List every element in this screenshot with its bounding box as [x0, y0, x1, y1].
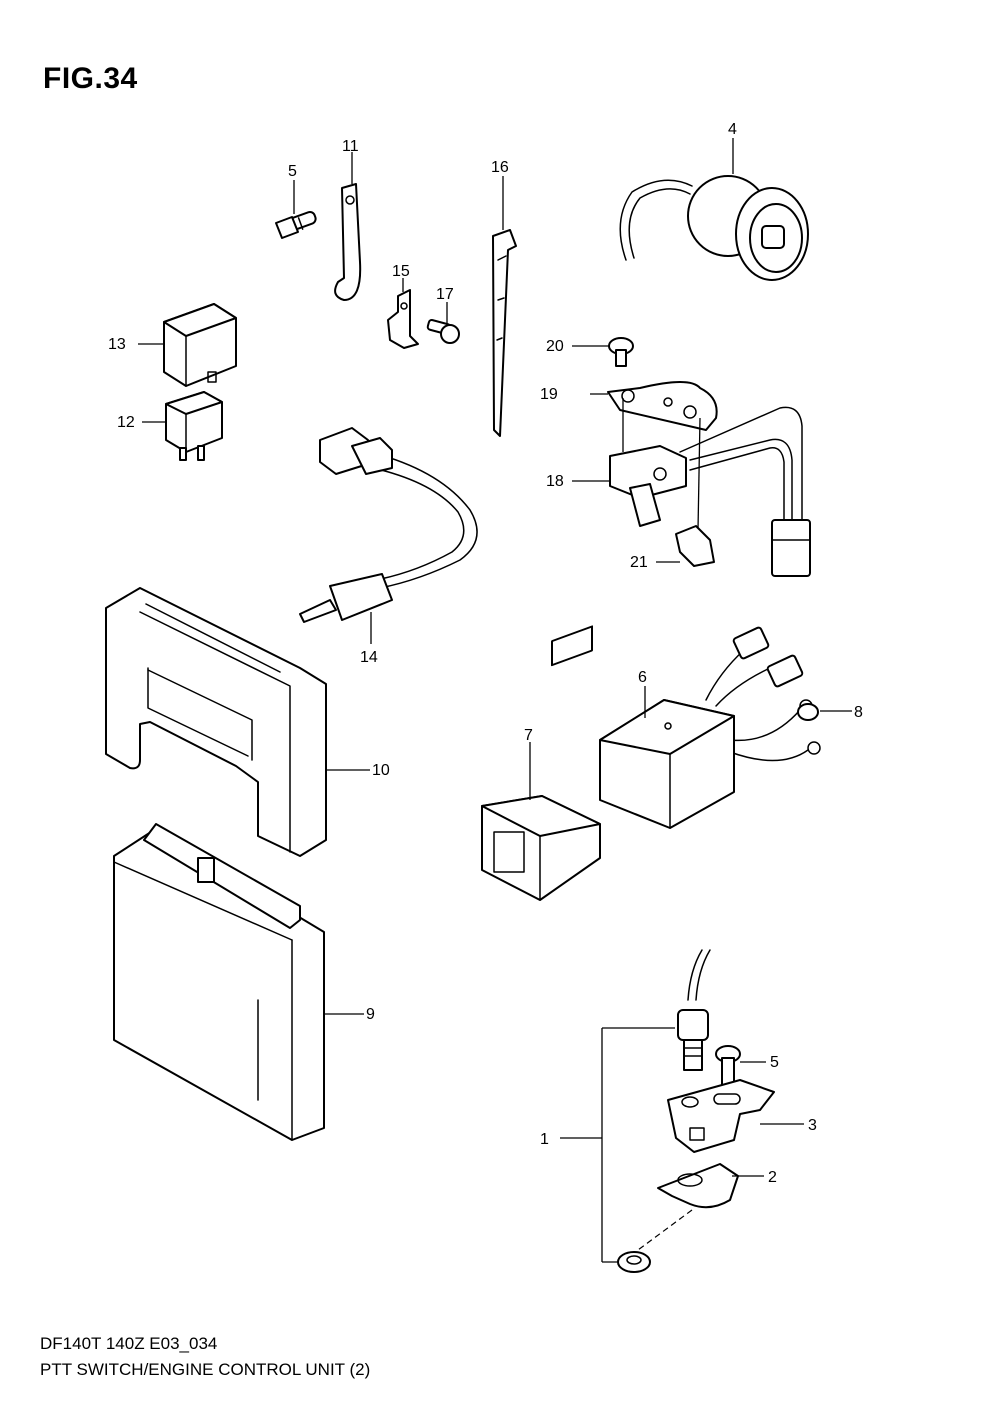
- part-12-relay: [165, 391, 223, 461]
- part-nut: [617, 1251, 651, 1273]
- part-21-clip: [675, 525, 715, 567]
- part-16-cable-tie: [492, 229, 517, 437]
- callout-10: 10: [372, 762, 390, 779]
- callout-8: 8: [854, 704, 863, 721]
- callout-3: 3: [808, 1117, 817, 1134]
- part-5-bolt-top: [275, 210, 317, 239]
- callout-14: 14: [360, 649, 378, 666]
- callout-18: 18: [546, 473, 564, 490]
- callout-5-top: 5: [288, 163, 297, 180]
- callout-20: 20: [546, 338, 564, 355]
- part-18-switch: [609, 406, 811, 577]
- assembly-line: [637, 1209, 693, 1251]
- callout-21: 21: [630, 554, 648, 571]
- model-code: DF140T 140Z E03_034: [40, 1334, 218, 1353]
- part-15-bracket: [387, 289, 419, 349]
- part-1-group-bracket: [560, 1027, 675, 1263]
- callout-9: 9: [366, 1006, 375, 1023]
- part-13-relay: [163, 303, 237, 387]
- part-11-clamp: [334, 183, 362, 301]
- part-19-plate: [607, 381, 718, 431]
- part-3-bracket: [667, 1079, 775, 1153]
- part-10-ecu-frame: [105, 587, 327, 857]
- callout-6: 6: [638, 669, 647, 686]
- callout-17: 17: [436, 286, 454, 303]
- part-2-cover: [657, 1163, 739, 1209]
- part-14-harness: [299, 427, 478, 623]
- callout-19: 19: [540, 386, 558, 403]
- part-9-ecu: [113, 823, 325, 1141]
- callout-1: 1: [540, 1131, 549, 1148]
- callout-4: 4: [728, 121, 737, 138]
- figure-caption: PTT SWITCH/ENGINE CONTROL UNIT (2): [40, 1360, 371, 1379]
- callout-7: 7: [524, 727, 533, 744]
- part-6-module: [599, 626, 821, 829]
- callout-16: 16: [491, 159, 509, 176]
- callout-15: 15: [392, 263, 410, 280]
- part-17-screw: [426, 318, 460, 344]
- callout-13: 13: [108, 336, 126, 353]
- part-4-trim-switch: [619, 175, 809, 281]
- figure-title: FIG.34: [43, 62, 138, 95]
- part-8-cap: [797, 703, 819, 721]
- part-20-screw: [608, 337, 634, 367]
- callout-11: 11: [342, 138, 359, 155]
- callout-2: 2: [768, 1169, 777, 1186]
- part-7-module: [481, 625, 601, 901]
- ptt-switch-sensor: [677, 949, 711, 1071]
- callout-12: 12: [117, 414, 135, 431]
- callout-5-lower: 5: [770, 1054, 779, 1071]
